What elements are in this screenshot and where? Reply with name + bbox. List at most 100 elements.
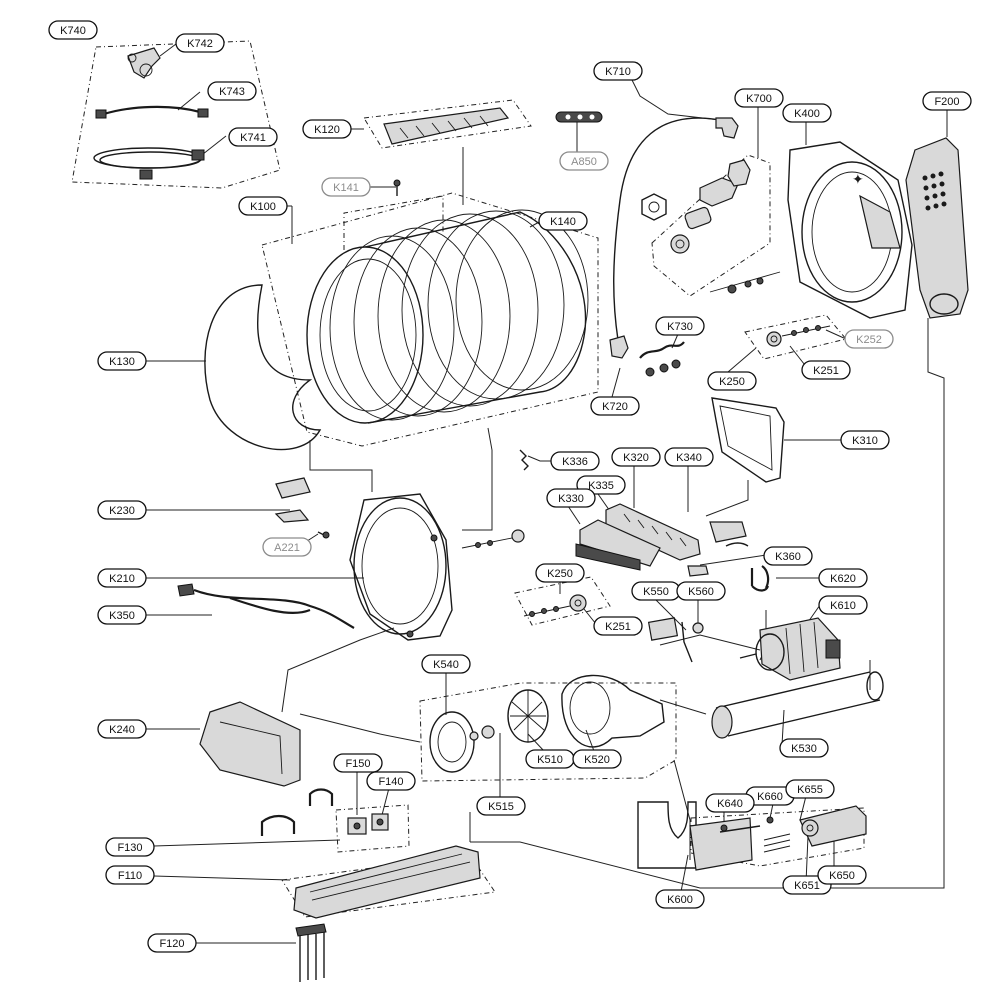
duct-frame-inner [719, 405, 773, 471]
svg-text:K140: K140 [550, 216, 576, 228]
clip-part [555, 111, 603, 123]
svg-text:A850: A850 [571, 156, 597, 168]
motor-mount-part [637, 801, 791, 871]
part-label-K250-rear: K250 [707, 371, 757, 391]
drum-belt-part [204, 284, 322, 451]
svg-text:F150: F150 [345, 758, 370, 770]
svg-text:K600: K600 [667, 894, 693, 906]
part-label-K336: K336 [550, 451, 600, 471]
tee-fitting-part [127, 47, 161, 79]
svg-text:K120: K120 [314, 124, 340, 136]
svg-text:K230: K230 [109, 505, 135, 517]
exhaust-duct-part [711, 671, 884, 739]
svg-text:K510: K510 [537, 754, 563, 766]
drum-group-outline [261, 192, 599, 447]
part-label-K251-rear: K251 [801, 360, 851, 380]
svg-text:K550: K550 [643, 586, 669, 598]
part-label-K360: K360 [763, 546, 813, 566]
svg-text:K251: K251 [605, 621, 631, 633]
front-bearing-group-outline [514, 576, 611, 626]
front-cover-assembly-part [575, 503, 749, 577]
drum-inner-outline [343, 195, 444, 250]
motor-bracket-group-outline [690, 807, 865, 867]
svg-text:K730: K730 [667, 321, 693, 333]
leader-lines [145, 43, 948, 944]
part-label-K520: K520 [572, 749, 622, 769]
svg-text:K240: K240 [109, 724, 135, 736]
svg-text:K741: K741 [240, 132, 266, 144]
svg-text:K250: K250 [719, 376, 745, 388]
part-label-F140: F140 [366, 771, 416, 791]
part-label-K741: K741 [228, 127, 278, 147]
rear-bearing-part [766, 325, 831, 347]
blower-parts [429, 674, 665, 773]
part-label-K320: K320 [611, 447, 661, 467]
part-label-K720: K720 [590, 396, 640, 416]
svg-text:K310: K310 [852, 435, 878, 447]
part-label-F200: F200 [922, 91, 972, 111]
svg-text:K320: K320 [623, 452, 649, 464]
part-label-F130: F130 [105, 837, 155, 857]
part-label-F110: F110 [105, 865, 155, 885]
svg-text:K251: K251 [813, 365, 839, 377]
svg-text:K540: K540 [433, 659, 459, 671]
spring-part [519, 449, 529, 471]
top-bracket-part [383, 107, 510, 145]
svg-text:F140: F140 [378, 776, 403, 788]
svg-text:K740: K740 [60, 25, 86, 37]
front-bulkhead-part [349, 493, 525, 641]
svg-text:K520: K520 [584, 754, 610, 766]
svg-text:K400: K400 [794, 108, 820, 120]
water-tube-part [613, 117, 721, 341]
part-label-K730: K730 [655, 316, 705, 336]
svg-text:K650: K650 [829, 870, 855, 882]
door-switch-part [274, 477, 330, 539]
heater-element-part [295, 923, 327, 982]
svg-text:K340: K340 [676, 452, 702, 464]
svg-text:K330: K330 [558, 493, 584, 505]
svg-text:K100: K100 [250, 201, 276, 213]
idler-part [647, 617, 704, 663]
svg-text:K660: K660 [757, 791, 783, 803]
svg-text:K651: K651 [794, 880, 820, 892]
part-label-K400: K400 [782, 103, 832, 123]
svg-text:K700: K700 [746, 93, 772, 105]
svg-text:✦: ✦ [852, 172, 864, 188]
svg-text:F130: F130 [117, 842, 142, 854]
svg-text:K743: K743 [219, 86, 245, 98]
part-label-F120: F120 [147, 933, 197, 953]
harness-part [177, 583, 355, 629]
svg-text:K620: K620 [830, 573, 856, 585]
part-label-K742: K742 [175, 33, 225, 53]
part-label-K340: K340 [664, 447, 714, 467]
part-label-K141: K141 [321, 177, 371, 197]
part-label-K140: K140 [538, 211, 588, 231]
part-label-K650: K650 [817, 865, 867, 885]
part-label-K651: K651 [782, 875, 832, 895]
part-label-K120: K120 [302, 119, 352, 139]
part-label-K210: K210 [97, 568, 147, 588]
part-label-K251-front: K251 [593, 616, 643, 636]
svg-text:F120: F120 [159, 938, 184, 950]
part-label-K250-front: K250 [535, 563, 585, 583]
tube-elbow-part [715, 117, 739, 139]
tensioner-parts [719, 805, 867, 847]
part-label-K610: K610 [818, 595, 868, 615]
svg-text:K610: K610 [830, 600, 856, 612]
svg-text:K515: K515 [488, 801, 514, 813]
part-label-K310: K310 [840, 430, 890, 450]
part-label-K710: K710 [593, 61, 643, 81]
part-label-K700: K700 [734, 88, 784, 108]
front-bearing-part [523, 594, 587, 617]
heater-duct-part [293, 845, 481, 919]
part-label-K350: K350 [97, 605, 147, 625]
part-label-K655: K655 [785, 779, 835, 799]
motor-switch-wire-part [750, 565, 770, 592]
part-label-K240: K240 [97, 719, 147, 739]
thermostat-parts [260, 788, 389, 836]
svg-text:K210: K210 [109, 573, 135, 585]
part-label-K515: K515 [476, 796, 526, 816]
part-label-K330: K330 [546, 488, 596, 508]
svg-text:A221: A221 [274, 542, 300, 554]
screw-part [393, 179, 401, 196]
